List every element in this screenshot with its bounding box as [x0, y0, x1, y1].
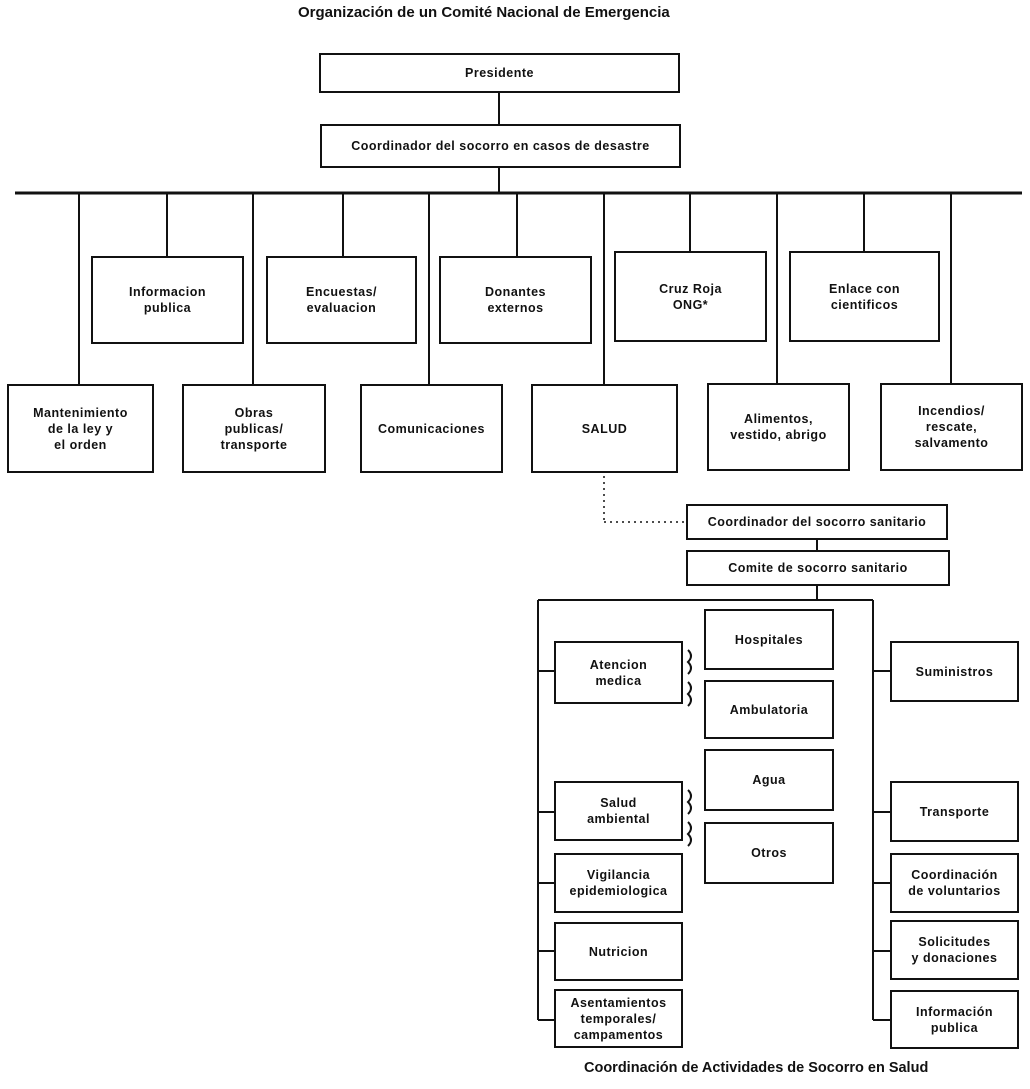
otros-box: Otros	[704, 822, 834, 884]
coordinador-desastre-box: Coordinador del socorro en casos de desa…	[320, 124, 681, 168]
hospitales-box: Hospitales	[704, 609, 834, 670]
footer-title: Coordinación de Actividades de Socorro e…	[584, 1060, 929, 1076]
ambulatoria-box: Ambulatoria	[704, 680, 834, 739]
suministros-box: Suministros	[890, 641, 1019, 702]
cruz-roja-box: Cruz Roja ONG*	[614, 251, 767, 342]
comunicaciones-box: Comunicaciones	[360, 384, 503, 473]
salud-ambiental-box: Salud ambiental	[554, 781, 683, 841]
atencion-medica-box: Atencion medica	[554, 641, 683, 704]
salud-box: SALUD	[531, 384, 678, 473]
informacion-publica-box: Informacion publica	[91, 256, 244, 344]
obras-publicas-box: Obras publicas/ transporte	[182, 384, 326, 473]
mantenimiento-orden-box: Mantenimiento de la ley y el orden	[7, 384, 154, 473]
comite-sanitario-box: Comite de socorro sanitario	[686, 550, 950, 586]
donantes-externos-box: Donantes externos	[439, 256, 592, 344]
enlace-cientificos-box: Enlace con cientificos	[789, 251, 940, 342]
agua-box: Agua	[704, 749, 834, 811]
encuestas-evaluacion-box: Encuestas/ evaluacion	[266, 256, 417, 344]
vigilancia-box: Vigilancia epidemiologica	[554, 853, 683, 913]
presidente-box: Presidente	[319, 53, 680, 93]
solicitudes-box: Solicitudes y donaciones	[890, 920, 1019, 980]
alimentos-box: Alimentos, vestido, abrigo	[707, 383, 850, 471]
transporte-box: Transporte	[890, 781, 1019, 842]
nutricion-box: Nutricion	[554, 922, 683, 981]
chart-title: Organización de un Comité Nacional de Em…	[298, 4, 670, 21]
informacion-publica-sanitaria-box: Información publica	[890, 990, 1019, 1049]
asentamientos-box: Asentamientos temporales/ campamentos	[554, 989, 683, 1048]
incendios-box: Incendios/ rescate, salvamento	[880, 383, 1023, 471]
voluntarios-box: Coordinación de voluntarios	[890, 853, 1019, 913]
coordinador-sanitario-box: Coordinador del socorro sanitario	[686, 504, 948, 540]
